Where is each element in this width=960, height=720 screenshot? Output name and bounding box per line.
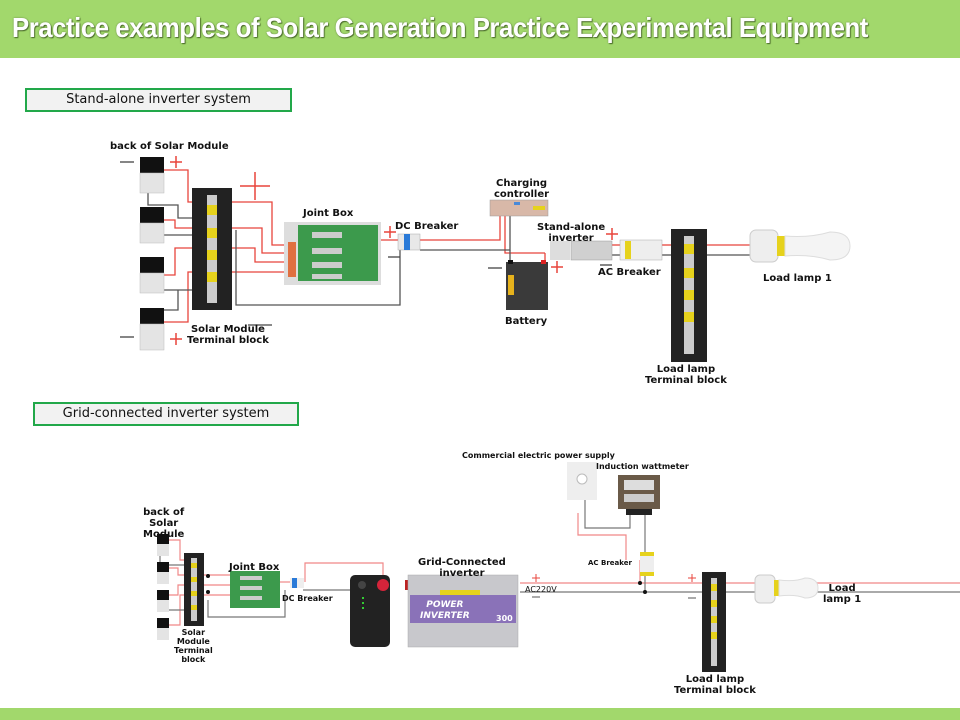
- standalone-inverter: [550, 240, 613, 261]
- induction-wattmeter: [618, 475, 660, 515]
- label-load-lamp: Load lamp 1: [763, 273, 832, 284]
- solar-module-icon: [139, 308, 165, 351]
- ac-breaker: [619, 239, 663, 261]
- grid-load-terminal-block: [702, 572, 726, 672]
- solar-module-icon: [157, 534, 169, 556]
- grid-ac-breaker: [640, 552, 654, 576]
- inverter-rating: 300: [496, 614, 513, 623]
- label-wattmeter: Induction wattmeter: [596, 462, 689, 471]
- load-lamp: [749, 229, 851, 263]
- solar-module-icon: [157, 590, 169, 612]
- solar-module-icon: [157, 562, 169, 584]
- label-dc-breaker: DC Breaker: [395, 221, 459, 232]
- solar-module-backs: [139, 157, 165, 351]
- grid-joint-box: [230, 571, 280, 608]
- grid-positive-wires: [168, 513, 960, 626]
- dc-breaker: [397, 233, 421, 251]
- label-grid-load-lamp: Load lamp 1: [823, 583, 862, 605]
- commercial-outlet: [567, 462, 597, 500]
- grid-dc-breaker: [290, 578, 304, 588]
- label-grid-inverter: Grid-Connected inverter: [418, 557, 506, 579]
- label-grid-dc-breaker: DC Breaker: [282, 594, 333, 603]
- plus-marks: [170, 156, 618, 345]
- label-commercial-power: Commercial electric power supply: [462, 451, 615, 460]
- label-ac-breaker: AC Breaker: [598, 267, 661, 278]
- solar-module-icon: [139, 157, 165, 194]
- solar-module-icon: [139, 257, 165, 294]
- grid-heading: Grid-connected inverter system: [33, 402, 299, 426]
- charging-controller: [489, 199, 549, 217]
- label-grid-solar-terminal: Solar Module Terminal block: [174, 628, 213, 664]
- battery: [506, 260, 548, 310]
- label-solar-terminal: Solar Module Terminal block: [187, 324, 269, 346]
- label-solar-back: back of Solar Module: [110, 141, 229, 152]
- grid-minus-marks: [532, 596, 696, 599]
- label-grid-load-terminal: Load lamp Terminal block: [674, 674, 756, 696]
- junction-dots: [206, 574, 647, 594]
- grid-load-lamp: [754, 574, 819, 604]
- minus-marks: [120, 161, 612, 338]
- grid-negative-wires: [159, 480, 960, 618]
- inverter-brand: POWER INVERTER: [420, 600, 470, 621]
- grid-solar-modules: [157, 534, 169, 640]
- label-battery: Battery: [505, 316, 548, 327]
- load-terminal-block: [671, 229, 707, 362]
- grid-connected-inverter: [405, 574, 519, 648]
- label-ac-voltage: AC220V: [525, 585, 557, 594]
- grid-tie-box: [350, 575, 390, 647]
- grid-plus-marks: [532, 574, 696, 582]
- standalone-heading: Stand-alone inverter system: [25, 88, 292, 112]
- footer-bar: [0, 708, 960, 720]
- solar-module-icon: [139, 207, 165, 244]
- grid-solar-terminal-block: [184, 553, 204, 626]
- label-charging-controller: Charging controller: [494, 178, 550, 200]
- page-title: Practice examples of Solar Generation Pr…: [12, 12, 868, 43]
- label-grid-joint-box: Joint Box: [229, 562, 280, 573]
- label-load-terminal: Load lamp Terminal block: [645, 364, 727, 386]
- title-bar: Practice examples of Solar Generation Pr…: [0, 0, 960, 58]
- solar-module-icon: [157, 618, 169, 640]
- solar-terminal-block: [192, 188, 232, 310]
- joint-box: [284, 222, 381, 285]
- label-joint-box: Joint Box: [303, 208, 354, 219]
- label-grid-ac-breaker: AC Breaker: [588, 559, 632, 567]
- label-standalone-inverter: Stand-alone inverter: [537, 222, 606, 244]
- label-grid-solar-back: back of Solar Module: [143, 507, 185, 540]
